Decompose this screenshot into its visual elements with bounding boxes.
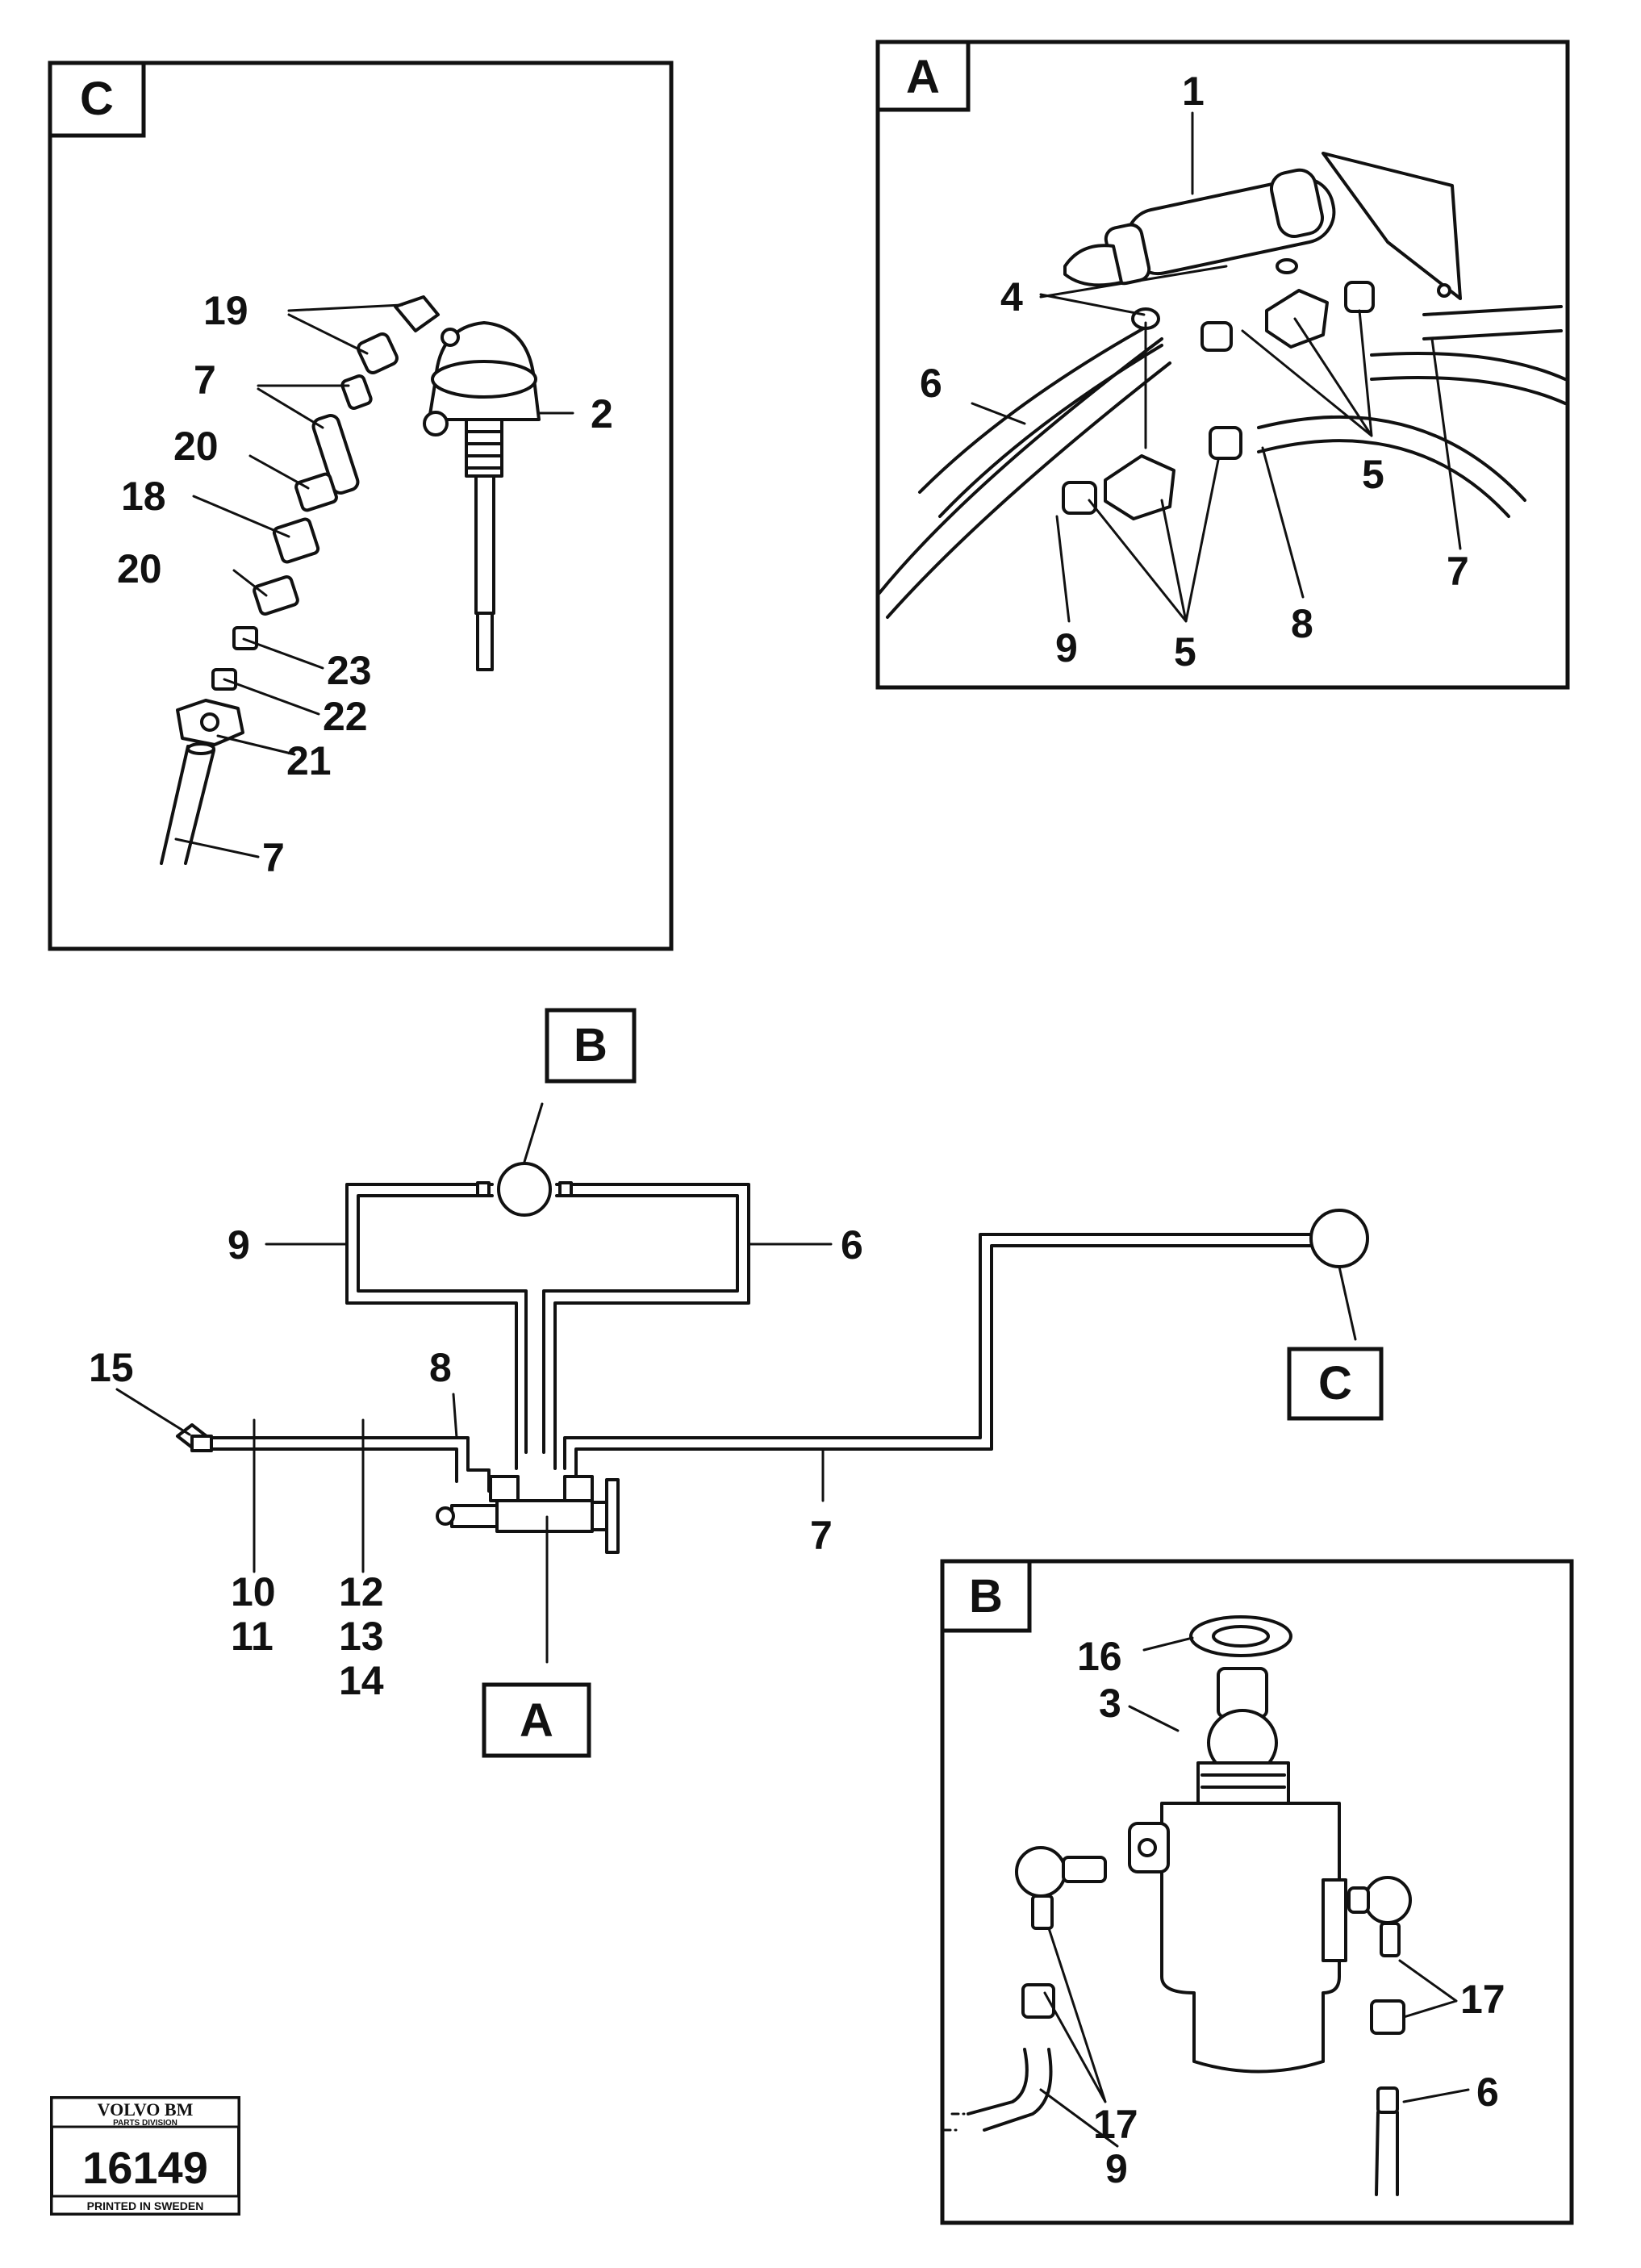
label-6: 6 [1476,2070,1499,2115]
label-17-right: 17 [1460,1977,1505,2022]
panel-b-frame [940,1559,1574,2225]
label-16: 16 [1077,1634,1122,1679]
panel-a-leaders [971,111,1462,623]
panel-a-letter-box [875,40,971,112]
volvo-bm-stamp: VOLVO BM PARTS DIVISION 16149 PRINTED IN… [50,2096,240,2216]
pressure-switch-drawing [423,321,541,671]
label-5-lower: 5 [1174,629,1196,675]
panel-b-letter-box [940,1559,1032,1633]
label-20: 20 [173,424,219,469]
panel-a-frame [875,40,1570,690]
callout-box-c [1287,1347,1384,1421]
label-22: 22 [323,694,368,739]
label-18: 18 [121,474,166,519]
label-1: 1 [1182,69,1205,114]
label-6: 6 [841,1222,863,1268]
label-13: 13 [339,1614,384,1659]
stamp-brand: VOLVO BM [98,2099,194,2120]
callout-box-b [545,1008,637,1084]
label-7: 7 [810,1513,833,1558]
label-15: 15 [89,1345,134,1390]
label-7: 7 [194,357,216,403]
panel-c-letter: C [80,73,114,125]
panel-b: B [940,1559,1574,2225]
label-7-lower: 7 [262,835,285,880]
schematic-device-b [497,1162,552,1217]
callout-c: C [1318,1357,1352,1410]
label-19: 19 [203,288,248,333]
stamp-number: 16149 [82,2142,208,2193]
label-11: 11 [231,1614,274,1659]
label-10: 10 [231,1569,276,1614]
label-8: 8 [1291,601,1313,646]
label-3: 3 [1099,1681,1121,1726]
label-7: 7 [1447,549,1469,594]
label-4: 4 [1000,274,1023,320]
callout-a: A [520,1694,553,1747]
cylinder-drawing [1063,152,1462,330]
label-9: 9 [1055,625,1078,670]
panel-c-leaders [174,303,574,858]
label-17: 17 [1093,2102,1138,2147]
panel-c-letter-box [48,61,146,138]
panel-c-frame [48,61,674,951]
label-8: 8 [429,1345,452,1390]
label-23: 23 [327,648,372,693]
panel-c: C [48,61,674,951]
hose-drawing [878,305,1567,619]
callout-b: B [574,1019,608,1071]
label-12: 12 [339,1569,384,1614]
stamp-footer: PRINTED IN SWEDEN [87,2199,204,2212]
panel-a: A [875,40,1570,690]
label-21: 21 [286,738,332,783]
label-2: 2 [591,391,613,436]
panel-a-letter: A [906,51,940,103]
stamp-division: PARTS DIVISION [113,2119,177,2128]
panel-b-letter: B [969,1570,1003,1623]
main-schematic: B C A 9 6 15 8 7 10 11 12 13 14 [89,1008,1384,1758]
fitting-stack-drawing [160,295,440,865]
valve-body-drawing [1128,1615,1347,2074]
banjo-fittings-drawing [942,1846,1412,2196]
label-9: 9 [1105,2146,1128,2191]
panel-b-leaders [1039,1636,1470,2148]
label-20-lower: 20 [117,546,162,591]
label-9: 9 [228,1222,250,1268]
label-14: 14 [339,1658,384,1703]
callout-box-a [482,1682,591,1758]
schematic-valve-a [436,1475,620,1554]
label-5: 5 [1362,452,1384,497]
schematic-device-c [1309,1209,1369,1268]
label-6: 6 [920,361,942,406]
